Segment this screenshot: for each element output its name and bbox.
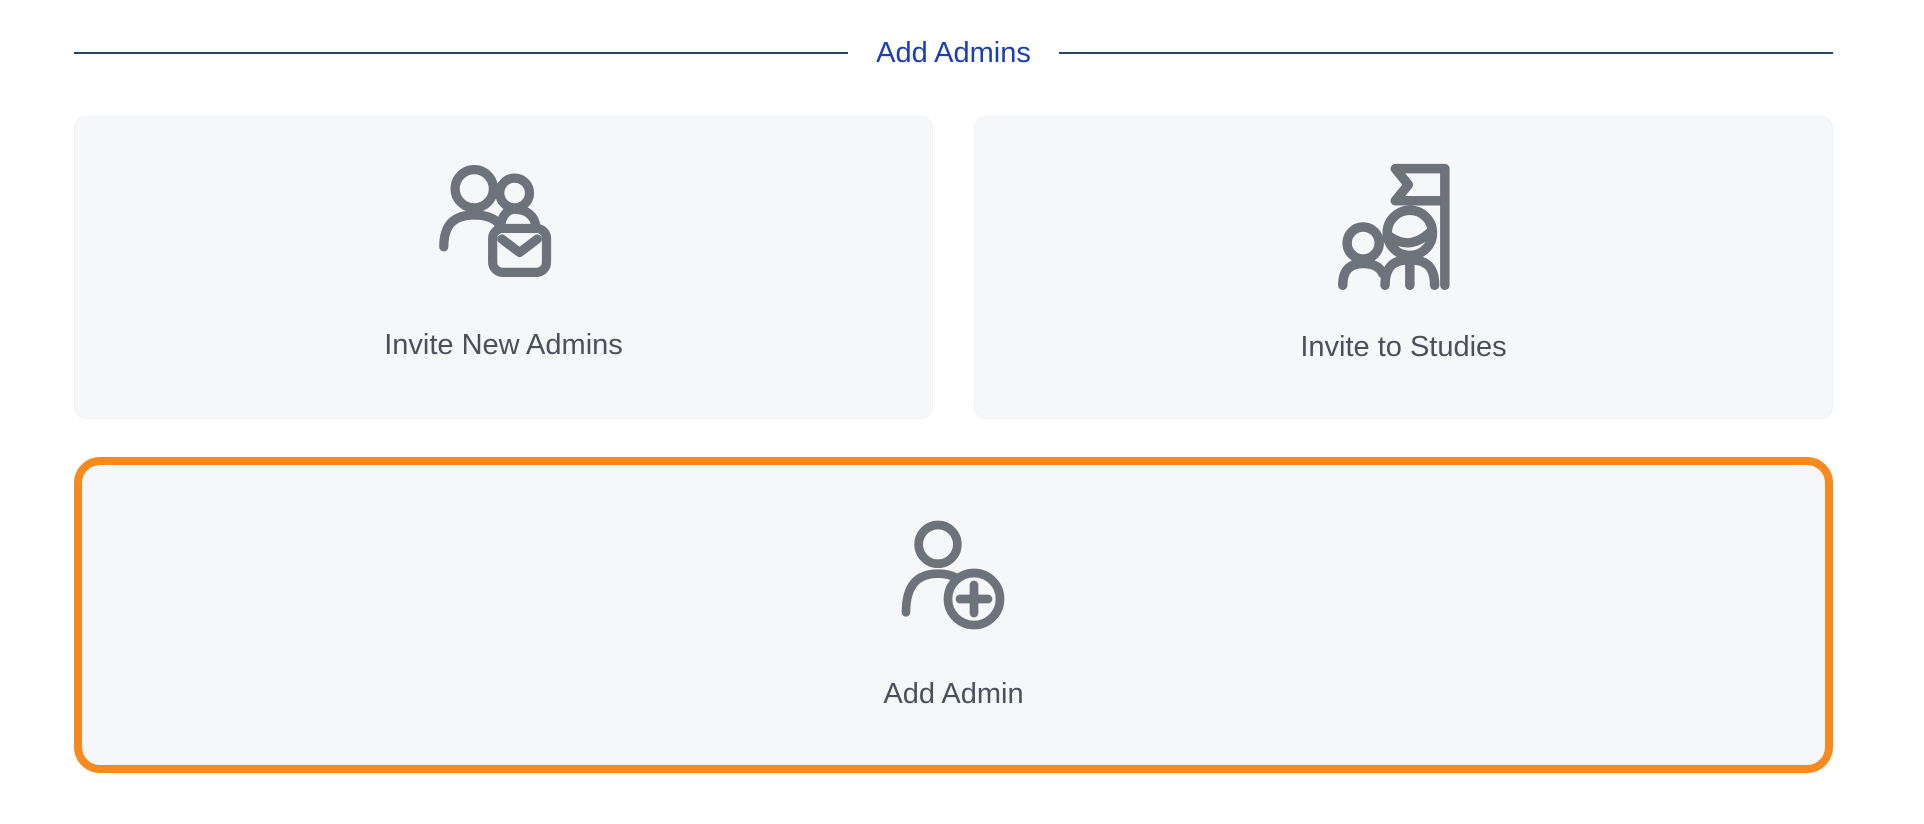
- divider-line-right: [1058, 51, 1834, 55]
- add-admins-panel: Add Admins Invite New Admins: [74, 0, 1834, 773]
- people-flag-icon: [1334, 157, 1474, 297]
- card-label: Invite to Studies: [1300, 331, 1507, 363]
- admin-options-row: Invite New Admins Invite to Studies: [74, 116, 1833, 419]
- people-envelope-icon: [436, 159, 572, 295]
- divider-line-left: [74, 51, 849, 55]
- card-label: Add Admin: [883, 678, 1024, 710]
- card-label: Invite New Admins: [384, 329, 623, 361]
- add-admin-card[interactable]: Add Admin: [74, 457, 1833, 773]
- section-title: Add Admins: [876, 37, 1031, 69]
- person-plus-icon: [890, 511, 1018, 644]
- section-divider: Add Admins: [74, 36, 1834, 70]
- invite-to-studies-card[interactable]: Invite to Studies: [974, 116, 1833, 419]
- invite-new-admins-card[interactable]: Invite New Admins: [74, 116, 933, 419]
